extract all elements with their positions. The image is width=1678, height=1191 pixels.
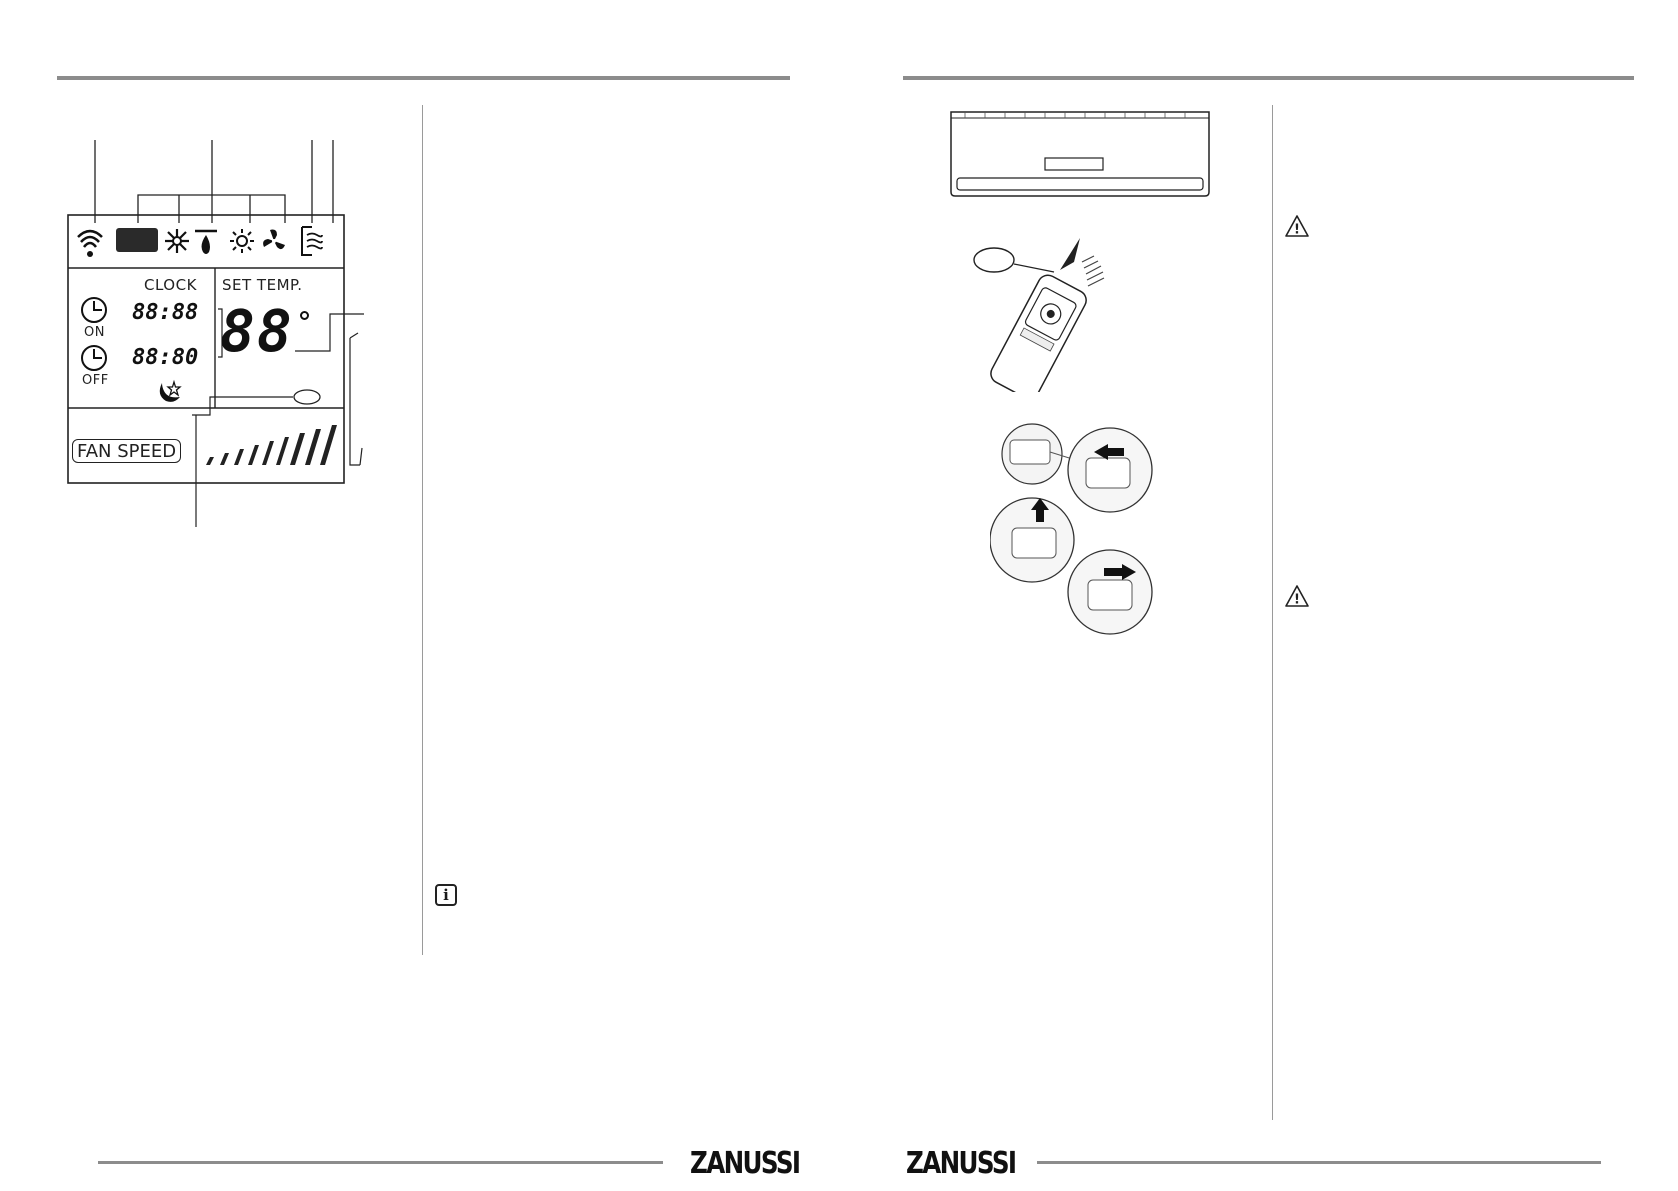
column-divider-left (422, 105, 423, 955)
timer-on-icon (79, 295, 109, 325)
swing-icon (298, 225, 324, 257)
brand-logo-right: ZANUSSI (906, 1146, 1017, 1181)
battery-step-illustrations (989, 422, 1165, 637)
set-temp-value: 88 (220, 297, 294, 365)
info-icon-glyph: i (443, 885, 449, 904)
fan-speed-label: FAN SPEED (72, 439, 182, 463)
lcd-display-lines (67, 140, 364, 527)
lcd-display-diagram: CLOCK SET TEMP. ON OFF 88:88 88:80 88 FA… (60, 135, 370, 535)
timer-on-label: ON (84, 325, 105, 340)
warning-icon-glyph: ! (1294, 593, 1300, 608)
column-divider-right (1272, 105, 1273, 1120)
snowflake-icon (163, 227, 191, 255)
warning-icon: ! (1284, 584, 1310, 608)
sleep-icon (156, 379, 184, 405)
timer-on-value: 88:88 (132, 300, 199, 325)
signal-icon (75, 223, 105, 259)
info-icon: i (435, 884, 457, 906)
timer-off-value: 88:80 (132, 345, 199, 370)
mode-box (116, 228, 158, 252)
warning-icon-glyph: ! (1294, 223, 1300, 238)
top-rule-right (903, 76, 1634, 80)
timer-off-icon (79, 343, 109, 373)
warning-icon: ! (1284, 214, 1310, 238)
set-temp-label: SET TEMP. (222, 276, 303, 294)
bottom-rule-left (98, 1161, 663, 1164)
remote-control-illustration (970, 232, 1140, 400)
degree-icon (300, 311, 309, 320)
dry-drop-icon (193, 227, 219, 257)
fan-speed-text: FAN SPEED (77, 440, 177, 462)
bottom-rule-right (1037, 1161, 1601, 1164)
timer-off-label: OFF (82, 373, 109, 388)
indoor-unit-illustration (945, 108, 1215, 198)
brand-logo-left: ZANUSSI (690, 1146, 801, 1181)
clock-label: CLOCK (144, 276, 197, 294)
fan-icon (260, 227, 288, 255)
top-rule-left (57, 76, 790, 80)
sun-icon (228, 227, 256, 255)
